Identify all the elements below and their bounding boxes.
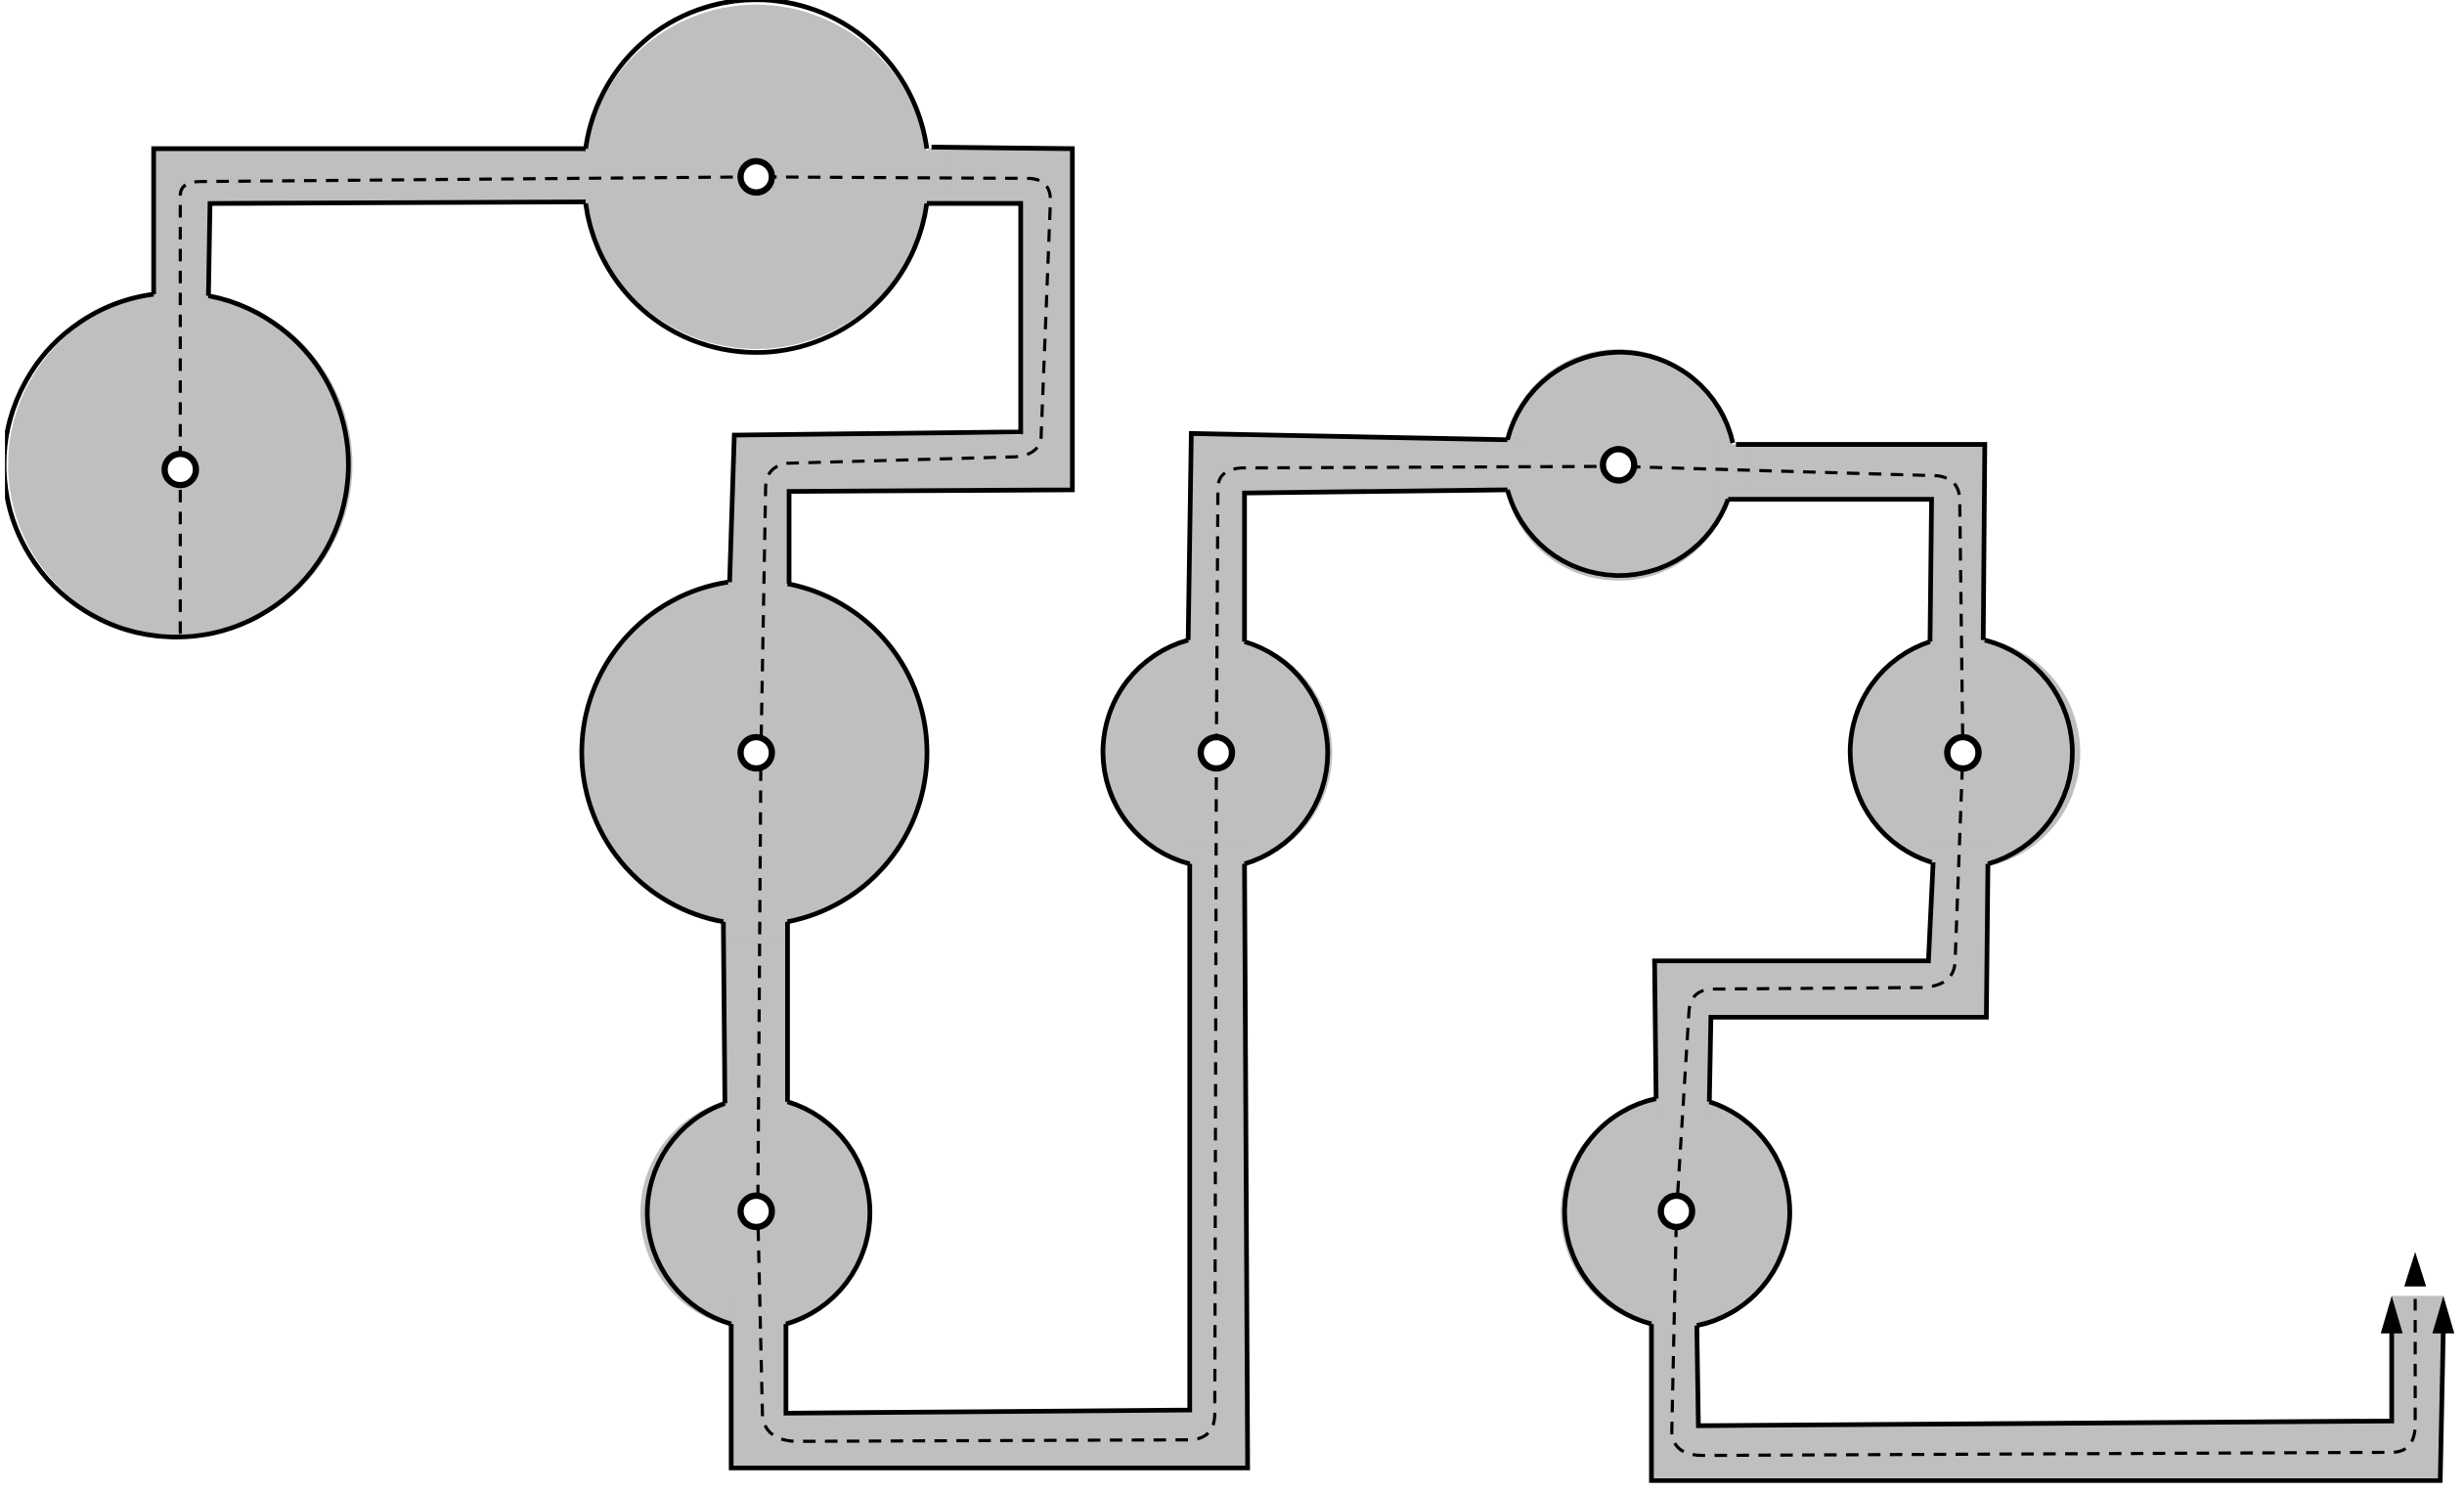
- wall-mid-left-left: [721, 921, 727, 1104]
- chamber-1-outline: [5, 291, 351, 639]
- chamber-5-outline-right: [1244, 638, 1331, 866]
- node-marker: [1944, 733, 1982, 772]
- channel-segment-upper-arch: [1188, 433, 1511, 645]
- channel-fills: [154, 149, 2443, 1477]
- channel-segment-top-left: [154, 149, 588, 298]
- node-marker: [1600, 446, 1638, 484]
- wall-outlet-outer: [1649, 1324, 2446, 1483]
- nodes: [161, 157, 1982, 1231]
- chamber-6-outline-top: [1505, 349, 1736, 444]
- chamber-7-outline-right: [1984, 637, 2075, 866]
- node-marker: [737, 733, 775, 772]
- chamber-3-outline-right: [786, 581, 930, 925]
- arrow-up-icon: [2432, 1295, 2455, 1334]
- node-marker: [1197, 733, 1236, 772]
- arrow-up-icon: [2403, 1251, 2427, 1287]
- chamber-5-outline-left: [1100, 637, 1191, 866]
- channel-segment-right-step: [1654, 857, 1990, 1104]
- chamber-8-outline-right: [1695, 1099, 1792, 1329]
- wall-top-right-inner: [726, 200, 1024, 583]
- chamber-4-outline-right: [785, 1099, 873, 1327]
- wall-right-top-outer: [1736, 442, 1988, 640]
- wall-top-left-outer: [151, 146, 586, 294]
- wall-right-step-outer: [1706, 863, 1991, 1102]
- wall-top-left-inner: [205, 199, 586, 296]
- chamber-7-outline-left: [1847, 638, 1933, 865]
- chamber-2-outline-top: [583, 0, 930, 150]
- chamber-2-outline-bottom: [583, 202, 930, 355]
- outlet-arrows: [2380, 1251, 2455, 1334]
- chamber-3-outline-left: [579, 580, 728, 925]
- wall-right-step-inner: [1651, 861, 1936, 1099]
- node-marker: [737, 1192, 775, 1231]
- channel-segment-bottom-u: [730, 857, 1249, 1469]
- wall-top-right-outer: [786, 145, 1076, 585]
- wall-upper-arch-inner: [1242, 487, 1508, 642]
- node-marker: [1657, 1192, 1695, 1231]
- wall-upper-arch-outer: [1185, 430, 1508, 640]
- node-marker: [737, 157, 775, 197]
- arrow-up-icon: [2380, 1295, 2403, 1334]
- wall-right-top-inner: [1728, 497, 1934, 642]
- chamber-8-outline-left: [1562, 1096, 1657, 1327]
- channel-segment-mid-left: [723, 915, 788, 1109]
- flow-path: [178, 175, 2417, 1458]
- channel-segment-right-top: [1726, 444, 1985, 645]
- channel-segment-outlet-run: [1650, 1295, 2443, 1477]
- node-marker: [161, 450, 199, 489]
- channel-segment-top-right: [727, 149, 1073, 585]
- chamber-4-outline-left: [644, 1101, 732, 1327]
- wall-bottom-u-inner: [783, 863, 1193, 1416]
- wall-outlet-inner: [1694, 1325, 2395, 1428]
- channel-outlines: [5, 0, 2446, 1483]
- chamber-6-outline-bottom: [1505, 489, 1731, 578]
- wall-bottom-u-outer: [728, 863, 1251, 1471]
